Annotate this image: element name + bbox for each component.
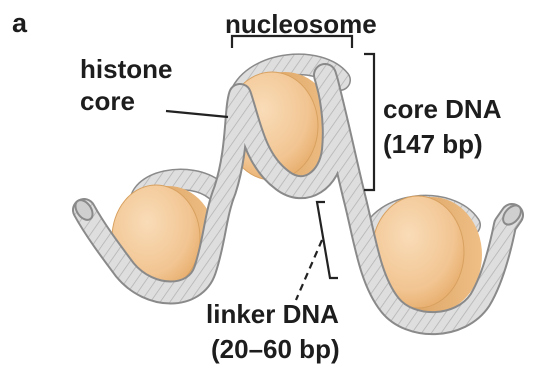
nucleosome-label: nucleosome: [225, 11, 377, 37]
core-dna-bracket: [364, 54, 374, 190]
linker-dna-label-line1: linker DNA: [206, 301, 339, 327]
histone-label-line1: histone: [80, 56, 172, 82]
linker-pointer: [296, 240, 322, 300]
panel-letter: a: [12, 10, 27, 37]
histone-pointer: [166, 111, 228, 117]
core-dna-label-line2: (147 bp): [383, 131, 483, 157]
linker-dna-bracket: [317, 202, 338, 278]
histone-label-line2: core: [80, 88, 135, 114]
core-dna-label-line1: core DNA: [383, 96, 501, 122]
linker-dna-label-line2: (20–60 bp): [211, 336, 340, 362]
